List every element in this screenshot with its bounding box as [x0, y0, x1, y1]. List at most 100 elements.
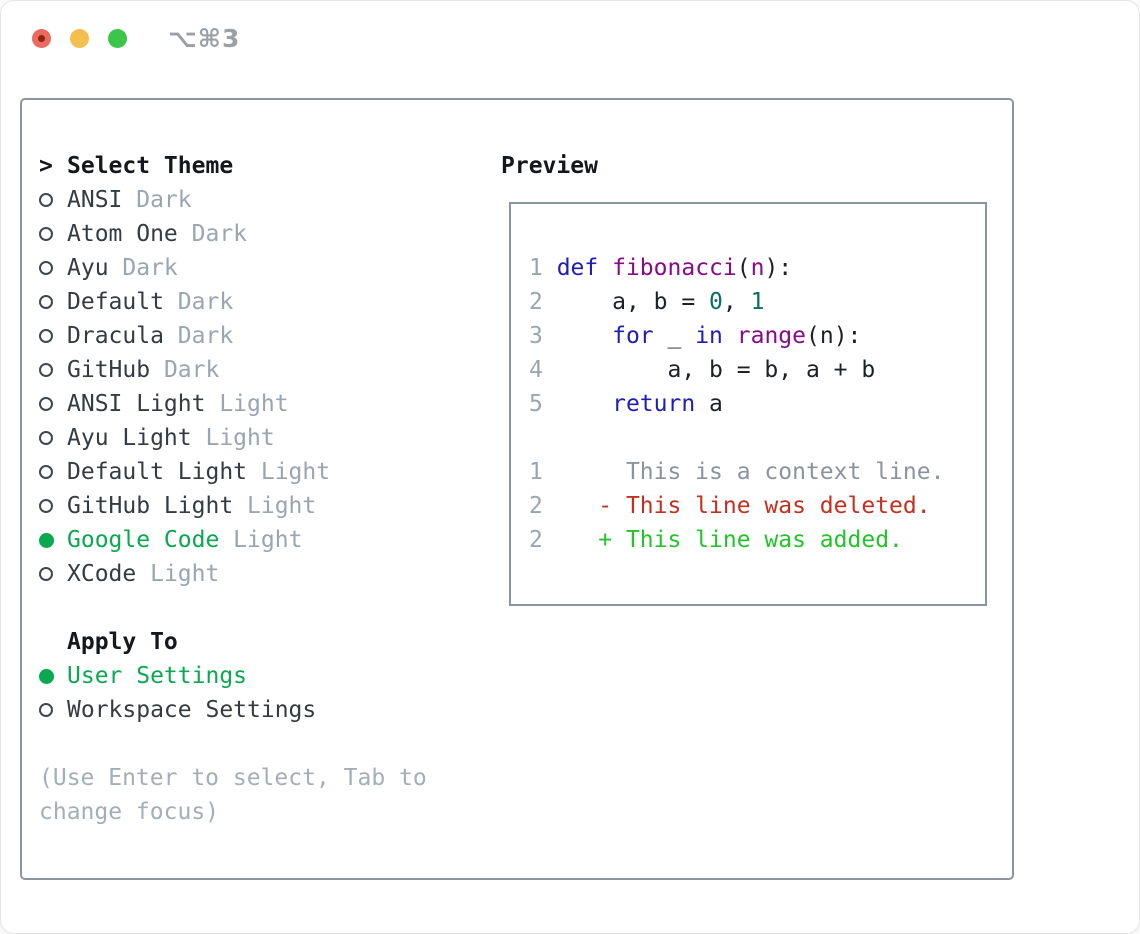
radio-icon: [39, 295, 67, 309]
radio-icon: [39, 261, 67, 275]
theme-variant: Light: [191, 425, 275, 451]
radio-icon: [39, 227, 67, 241]
theme-variant: Dark: [108, 255, 178, 281]
theme-variant: Light: [219, 527, 303, 553]
theme-variant: Light: [233, 493, 317, 519]
code-token: a, b = b, a + b: [556, 357, 876, 383]
select-theme-title-row: >Select Theme: [39, 149, 475, 183]
code-token: return: [612, 391, 696, 417]
code-token: a, b =: [556, 289, 710, 315]
theme-option-github[interactable]: GitHub Dark: [39, 353, 475, 387]
apply-to-title: Apply To: [67, 629, 178, 655]
radio-icon: [39, 668, 67, 684]
theme-variant: Dark: [163, 323, 234, 349]
theme-option-github-light[interactable]: GitHub Light Light: [39, 489, 475, 523]
line-number: 2: [529, 493, 557, 519]
radio-icon: [39, 193, 67, 207]
theme-variant: Light: [247, 459, 331, 485]
radio-icon: [39, 465, 67, 479]
diff-line-added: 2 + This line was added.: [529, 523, 985, 557]
line-number: 1: [529, 255, 557, 281]
theme-option-google-code[interactable]: Google Code Light: [39, 523, 475, 557]
code-token: fibonacci: [612, 255, 737, 281]
apply-option-user-settings[interactable]: User Settings: [39, 659, 475, 693]
theme-name: GitHub Light: [67, 493, 234, 519]
radio-circle: [39, 227, 53, 241]
code-token: for: [612, 323, 654, 349]
code-token: a: [695, 391, 723, 417]
radio-circle: [39, 329, 53, 343]
diff-line-deleted: 2 - This line was deleted.: [529, 489, 985, 523]
theme-option-atom-one[interactable]: Atom One Dark: [39, 217, 475, 251]
titlebar: ⌥⌘3: [1, 1, 1139, 75]
radio-icon: [39, 567, 67, 581]
line-number: 3: [529, 323, 557, 349]
theme-option-xcode[interactable]: XCode Light: [39, 557, 475, 591]
radio-circle: [39, 397, 53, 411]
radio-icon: [39, 703, 67, 717]
radio-circle: [39, 431, 53, 445]
radio-circle: [39, 465, 53, 479]
theme-name: Ayu Light: [67, 425, 192, 451]
minimize-button[interactable]: [70, 29, 89, 48]
radio-circle: [39, 668, 54, 684]
diff-text: - This line was deleted.: [556, 493, 931, 519]
preview-title: Preview: [501, 153, 598, 179]
theme-name: XCode: [67, 561, 137, 587]
code-token: range: [736, 323, 806, 349]
radio-circle: [39, 295, 53, 309]
radio-icon: [39, 431, 67, 445]
prompt-marker: >: [39, 153, 53, 179]
code-token: ):: [764, 255, 793, 281]
theme-option-ansi-light[interactable]: ANSI Light Light: [39, 387, 475, 421]
preview-title-row: Preview: [501, 149, 598, 183]
radio-circle: [39, 193, 53, 207]
radio-icon: [39, 532, 67, 548]
spacer: [39, 727, 475, 761]
diff-line-context: 1 This is a context line.: [529, 455, 985, 489]
theme-variant: Dark: [150, 357, 220, 383]
theme-name: Dracula: [67, 323, 164, 349]
radio-circle: [39, 261, 53, 275]
radio-icon: [39, 329, 67, 343]
code-token: in: [695, 323, 723, 349]
code-token: ,: [722, 289, 751, 315]
radio-circle: [39, 703, 53, 717]
theme-option-default[interactable]: Default Dark: [39, 285, 475, 319]
theme-name: GitHub: [67, 357, 151, 383]
theme-option-ayu[interactable]: Ayu Dark: [39, 251, 475, 285]
theme-name: ANSI Light: [67, 391, 206, 417]
hint-text: (Use Enter to select, Tab to change focu…: [39, 765, 427, 825]
theme-option-dracula[interactable]: Dracula Dark: [39, 319, 475, 353]
theme-option-ansi[interactable]: ANSI Dark: [39, 183, 475, 217]
theme-option-ayu-light[interactable]: Ayu Light Light: [39, 421, 475, 455]
apply-option-label: Workspace Settings: [67, 697, 317, 723]
theme-name: Default: [67, 289, 164, 315]
line-number: 1: [529, 459, 557, 485]
line-number: 4: [529, 357, 557, 383]
code-token: (n):: [806, 323, 862, 349]
code-line: 3 for _ in range(n):: [529, 319, 985, 353]
code-token: [557, 391, 612, 417]
theme-option-default-light[interactable]: Default Light Light: [39, 455, 475, 489]
zoom-button[interactable]: [108, 29, 127, 48]
close-modified-dot: [38, 35, 45, 42]
code-token: n: [750, 255, 765, 281]
close-button[interactable]: [32, 29, 51, 48]
radio-circle: [39, 567, 53, 581]
diff-sample: 1 This is a context line.2 - This line w…: [529, 455, 985, 557]
apply-option-workspace-settings[interactable]: Workspace Settings: [39, 693, 475, 727]
theme-variant: Dark: [163, 289, 234, 315]
theme-name: Google Code: [67, 527, 220, 553]
code-token: (: [736, 255, 751, 281]
radio-circle: [39, 532, 54, 548]
apply-to-title-row: Apply To: [39, 625, 475, 659]
code-token: [557, 323, 612, 349]
spacer: [529, 421, 985, 455]
diff-text: + This line was added.: [556, 527, 903, 553]
